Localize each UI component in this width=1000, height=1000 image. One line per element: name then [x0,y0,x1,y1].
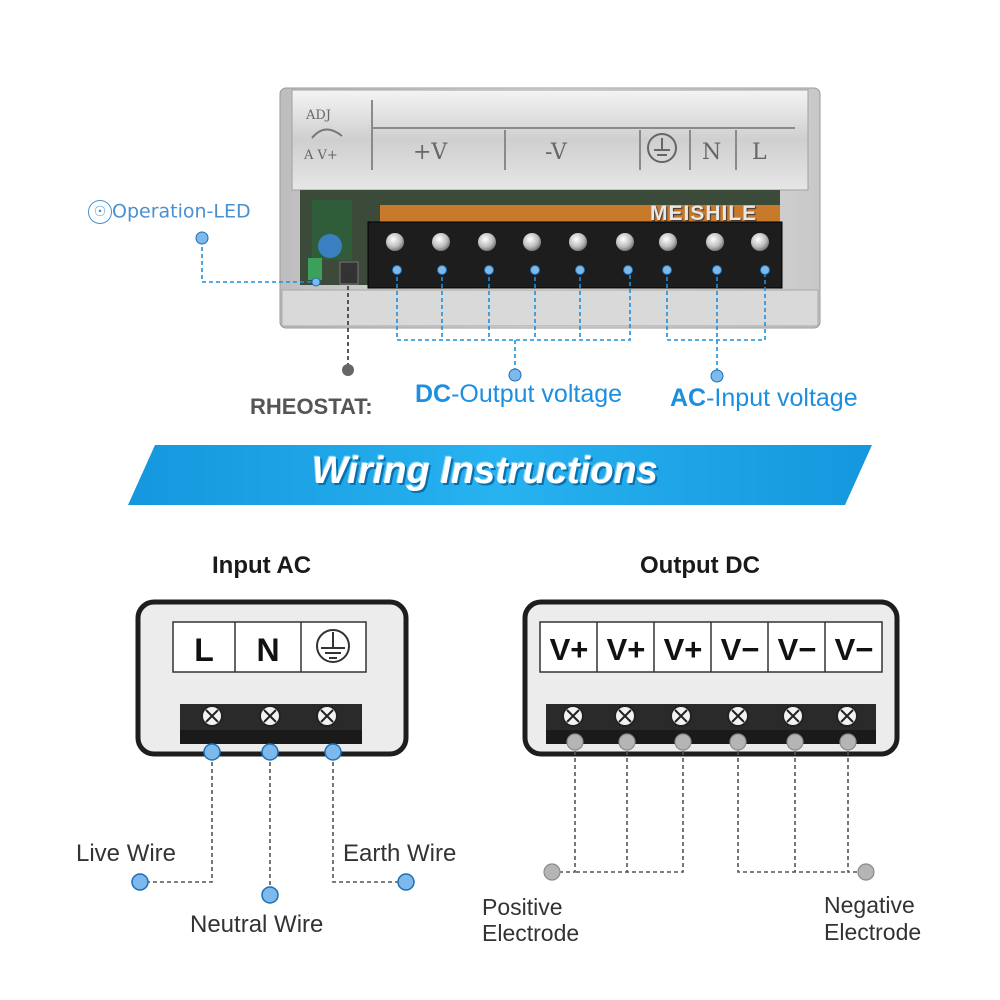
screw-icon [562,705,584,727]
screw-icon [614,705,636,727]
operation-led-callout: ☉Operation-LED [88,200,251,224]
ac-input-label: AC-Input voltage [670,386,858,411]
case-ground-icon [647,133,677,163]
dc-callout-lines [396,270,631,372]
negative-electrode-label-line2: Electrode [824,919,922,945]
dc-callout-dots [392,265,633,382]
screw-icon [751,233,769,251]
input-ac-diagram [131,599,415,904]
terminal-v-plus-3: V+ [663,632,703,667]
ground-icon [316,629,350,663]
terminal-v-minus-3: V− [834,632,874,667]
adj-arrow-icon [311,128,343,139]
terminal-v-plus-2: V+ [606,632,646,667]
photo-terminal-screws [386,233,769,251]
positive-electrode-label-line1: Positive [482,894,563,920]
input-ac-title: Input AC [212,552,312,579]
negative-electrode-label-line1: Negative [824,892,915,918]
screw-icon [523,233,541,251]
screw-icon [316,705,338,727]
case-label-n: N [702,140,722,165]
terminal-v-plus-1: V+ [549,632,589,667]
rheostat-callout [342,272,354,376]
screw-icon [432,233,450,251]
neutral-wire-label: Neutral Wire [190,911,324,938]
screw-icon [706,233,724,251]
banner-shape [128,445,872,505]
ac-prefix: AC [670,384,707,412]
adj-label: ADJ [306,108,332,123]
screw-icon [201,705,223,727]
power-supply-image [279,87,821,329]
terminal-v-minus-1: V− [720,632,760,667]
rheostat-label: RHEOSTAT: [250,394,373,419]
screw-icon [670,705,692,727]
earth-wire-label: Earth Wire [343,840,457,867]
screw-icon [659,233,677,251]
screw-icon [836,705,858,727]
capacitor-icon [318,234,342,258]
ac-callout-lines [666,270,766,372]
dc-rest: -Output voltage [451,380,623,408]
dc-prefix: DC [415,380,452,408]
banner-title: Wiring Instructions [312,450,658,492]
screw-icon [616,233,634,251]
case-label-plus-v: +V [413,140,448,165]
terminal-v-minus-2: V− [777,632,817,667]
screw-icon [569,233,587,251]
brand-logo: MEISHILE [650,202,758,225]
screw-icon [782,705,804,727]
output-dc-diagram [522,599,900,881]
case-label-l: L [752,140,767,165]
screw-icon [259,705,281,727]
operation-led-label: Operation-LED [112,200,251,223]
ac-callout-dots [662,265,770,383]
screw-icon [386,233,404,251]
dc-output-label: DC-Output voltage [415,382,622,407]
live-wire-label: Live Wire [76,840,177,867]
terminal-n: N [256,632,280,668]
case-label-minus-v: -V [545,140,567,165]
output-dc-title: Output DC [640,552,760,579]
terminal-l: L [194,632,214,668]
adj-sub-label: A V+ [304,148,338,163]
rheostat-knob-icon [339,261,359,285]
screw-icon [727,705,749,727]
led-icon [308,258,322,280]
screw-icon [478,233,496,251]
ac-rest: -Input voltage [706,384,858,412]
positive-electrode-label-line2: Electrode [482,920,580,946]
lightbulb-icon: ☉ [88,200,112,224]
led-callout [195,231,321,287]
